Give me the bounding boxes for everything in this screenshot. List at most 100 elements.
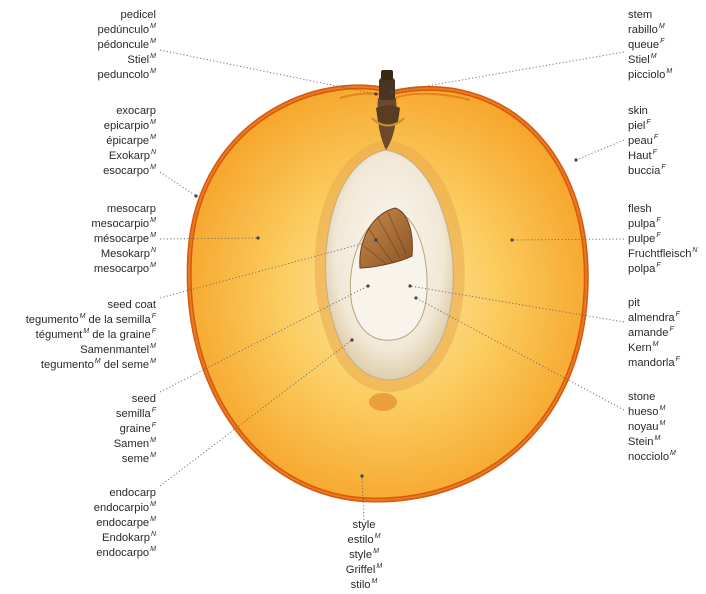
gender-marker: M (150, 262, 156, 269)
term-pedicel-2: pédonculeM (98, 38, 156, 53)
term-mesocarp-3: MesokarpN (91, 247, 156, 262)
term-exocarp-0: exocarp (103, 104, 156, 119)
label-pit: pitalmendraFamandeFKernMmandorlaF (628, 296, 680, 371)
leader-line-skin (576, 140, 624, 160)
leader-dot-skin (574, 158, 577, 161)
term-word: Fruchtfleisch (628, 248, 691, 260)
gender-marker: M (150, 68, 156, 75)
gender-marker: F (653, 149, 657, 156)
term-word: Haut (628, 150, 652, 162)
term-seed-coat-1: tegumentoM de la semillaF (26, 313, 156, 328)
leader-line-exocarp (160, 172, 196, 196)
gender-marker: M (150, 452, 156, 459)
gender-marker: M (150, 53, 156, 60)
term-word: estilo (348, 534, 374, 546)
gender-marker: M (150, 437, 156, 444)
term-stem-1: rabilloM (628, 23, 672, 38)
term-pit-0: pit (628, 296, 680, 311)
term-word: epicarpio (104, 120, 149, 132)
term-word: pulpe (628, 233, 655, 245)
term-word: Samen (114, 438, 149, 450)
term-word: Stein (628, 436, 654, 448)
gender-marker: F (646, 119, 650, 126)
term-word: mesocarpo (94, 263, 149, 275)
gender-marker: M (376, 563, 382, 570)
gender-marker: M (150, 516, 156, 523)
term-word: endocarp (109, 487, 156, 499)
term-word: Stiel (127, 54, 149, 66)
gender-marker: M (659, 405, 665, 412)
gender-marker: M (150, 164, 156, 171)
term-word: Samenmantel (80, 344, 149, 356)
term-word: endocarpo (96, 547, 149, 559)
term-seed-3: SamenM (114, 437, 156, 452)
term-word: buccia (628, 165, 660, 177)
gender-marker: F (676, 311, 680, 318)
term-word: hueso (628, 406, 658, 418)
term-word: seed coat (107, 299, 156, 311)
term-rest: de la graine (89, 329, 151, 341)
term-word: pedúnculo (98, 24, 150, 36)
term-stem-2: queueF (628, 38, 672, 53)
term-stem-4: piccioloM (628, 68, 672, 83)
gender-marker: N (151, 531, 156, 538)
leader-dot-seed (366, 284, 369, 287)
term-word: endocarpio (94, 502, 149, 514)
term-skin-4: bucciaF (628, 164, 666, 179)
leader-dot-style (360, 474, 363, 477)
term-word: mésocarpe (94, 233, 149, 245)
gender-marker: M (150, 134, 156, 141)
gender-marker: M (655, 435, 661, 442)
term-mesocarp-2: mésocarpeM (91, 232, 156, 247)
gender-marker: M (666, 68, 672, 75)
term-word: rabillo (628, 24, 658, 36)
term-stem-3: StielM (628, 53, 672, 68)
gender-marker: M (372, 578, 378, 585)
gender-marker: F (660, 38, 664, 45)
term-endocarp-0: endocarp (94, 486, 156, 501)
term-word: endocarpe (96, 517, 149, 529)
term-word: Kern (628, 342, 652, 354)
term-word: mesocarpio (91, 218, 149, 230)
term-exocarp-3: ExokarpN (103, 149, 156, 164)
term-skin-2: peauF (628, 134, 666, 149)
gender-marker: F (152, 313, 156, 320)
leader-dot-pedicel (374, 92, 377, 95)
term-seed-coat-3: SamenmantelM (26, 343, 156, 358)
gender-marker: F (152, 422, 156, 429)
term-stone-3: SteinM (628, 435, 676, 450)
label-flesh: fleshpulpaFpulpeFFruchtfleischNpolpaF (628, 202, 697, 277)
term-word: exocarp (116, 105, 156, 117)
gender-marker: F (152, 328, 156, 335)
term-word: amande (628, 327, 668, 339)
gender-marker: F (669, 326, 673, 333)
term-word: Griffel (346, 564, 376, 576)
term-word: style (349, 549, 372, 561)
term-endocarp-4: endocarpoM (94, 546, 156, 561)
term-rest: de la semilla (85, 314, 150, 326)
gender-marker: M (150, 546, 156, 553)
term-word: picciolo (628, 69, 665, 81)
gender-marker: F (656, 262, 660, 269)
term-word: almendra (628, 312, 675, 324)
gender-marker: F (661, 164, 665, 171)
gender-marker: M (150, 343, 156, 350)
term-pit-1: almendraF (628, 311, 680, 326)
gender-marker: M (375, 533, 381, 540)
term-word: pulpa (628, 218, 655, 230)
gender-marker: N (151, 247, 156, 254)
gender-marker: M (150, 23, 156, 30)
term-word: queue (628, 39, 659, 51)
term-stone-4: noccioloM (628, 450, 676, 465)
term-pit-3: KernM (628, 341, 680, 356)
gender-marker: M (659, 420, 665, 427)
term-skin-0: skin (628, 104, 666, 119)
term-word: tegumento (41, 359, 94, 371)
term-word: Endokarp (102, 532, 150, 544)
term-word: stone (628, 391, 655, 403)
label-pedicel: pedicelpedúnculoMpédonculeMStielMpedunco… (98, 8, 156, 83)
term-pedicel-0: pedicel (98, 8, 156, 23)
term-flesh-0: flesh (628, 202, 697, 217)
